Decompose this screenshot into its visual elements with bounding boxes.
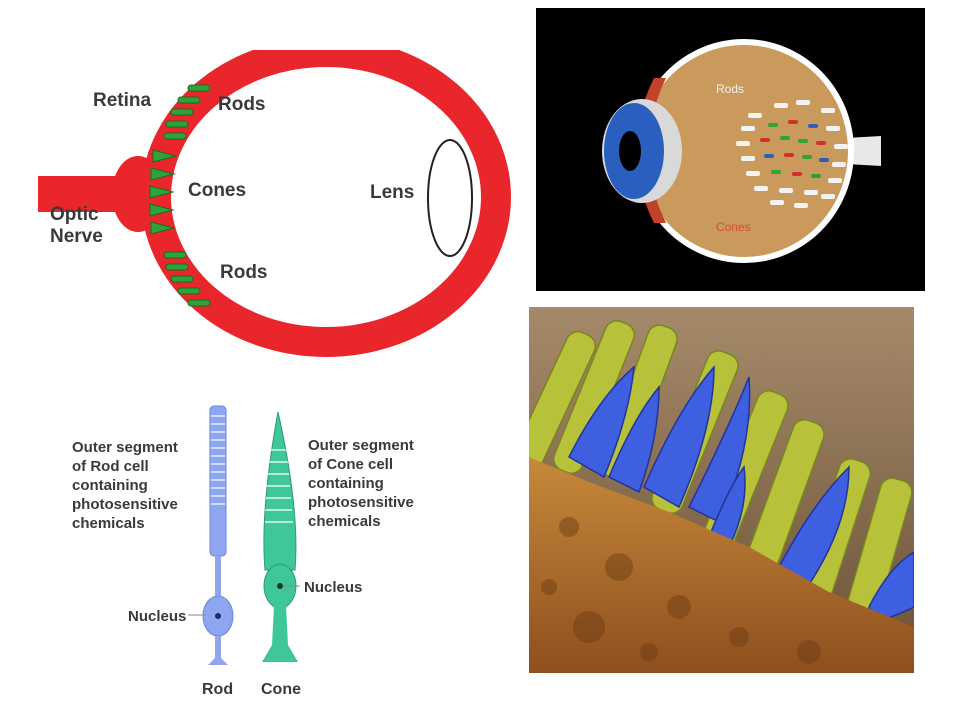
optic-nerve-stub bbox=[846, 136, 881, 166]
svg-text:Outer segment: Outer segment bbox=[308, 437, 414, 454]
eye-diagram-svg: Retina Rods Cones Rods Lens Optic Nerve bbox=[38, 50, 511, 357]
svg-text:of Cone cell: of Cone cell bbox=[308, 456, 393, 473]
cones-group-sem bbox=[568, 365, 914, 623]
svg-text:photosensitive: photosensitive bbox=[72, 496, 178, 513]
svg-text:photosensitive: photosensitive bbox=[308, 494, 414, 511]
label-nucleus-cone: Nucleus bbox=[304, 579, 362, 596]
photoreceptor-dots bbox=[736, 100, 848, 208]
eye-illustration-svg: Rods Cones bbox=[536, 8, 925, 291]
svg-text:containing: containing bbox=[72, 477, 148, 494]
svg-text:Outer segment: Outer segment bbox=[72, 439, 178, 456]
label-cones-photo: Cones bbox=[716, 220, 751, 234]
label-retina: Retina bbox=[93, 90, 152, 111]
label-cones: Cones bbox=[188, 180, 246, 201]
label-rods-photo: Rods bbox=[716, 82, 744, 96]
lens-shape bbox=[427, 139, 473, 257]
svg-text:chemicals: chemicals bbox=[308, 513, 381, 530]
retina-ring bbox=[141, 50, 511, 357]
label-cone: Cone bbox=[261, 681, 301, 698]
rod-outer-segment-label: Outer segment of Rod cell containing pho… bbox=[72, 439, 178, 532]
rods-top-group bbox=[163, 84, 211, 140]
eye-illustration-dark: Rods Cones bbox=[536, 8, 925, 291]
pupil-shape bbox=[619, 131, 641, 171]
label-rods-top: Rods bbox=[218, 94, 266, 115]
label-optic: Optic bbox=[50, 204, 99, 225]
svg-text:containing: containing bbox=[308, 475, 384, 492]
cells-diagram-svg: Outer segment of Rod cell containing pho… bbox=[72, 405, 414, 698]
rod-cell-shape bbox=[202, 405, 234, 665]
label-lens: Lens bbox=[370, 182, 414, 203]
label-rods-bottom: Rods bbox=[220, 262, 268, 283]
eye-cross-section-diagram: Retina Rods Cones Rods Lens Optic Nerve bbox=[38, 50, 528, 360]
label-nerve: Nerve bbox=[50, 226, 103, 247]
tissue-base bbox=[529, 457, 914, 673]
rods-bottom-group bbox=[163, 251, 211, 307]
micrograph-svg bbox=[529, 307, 914, 673]
svg-text:of Rod cell: of Rod cell bbox=[72, 458, 149, 475]
label-nucleus-rod: Nucleus bbox=[128, 608, 186, 625]
rods-cones-micrograph bbox=[529, 307, 914, 673]
rod-cone-cell-diagram: Outer segment of Rod cell containing pho… bbox=[60, 400, 460, 710]
svg-text:chemicals: chemicals bbox=[72, 515, 145, 532]
label-rod: Rod bbox=[202, 681, 233, 698]
cones-group bbox=[149, 149, 178, 235]
tissue-texture bbox=[541, 517, 821, 664]
cone-cell-shape bbox=[262, 411, 298, 662]
cone-outer-segment-label: Outer segment of Cone cell containing ph… bbox=[308, 437, 414, 530]
